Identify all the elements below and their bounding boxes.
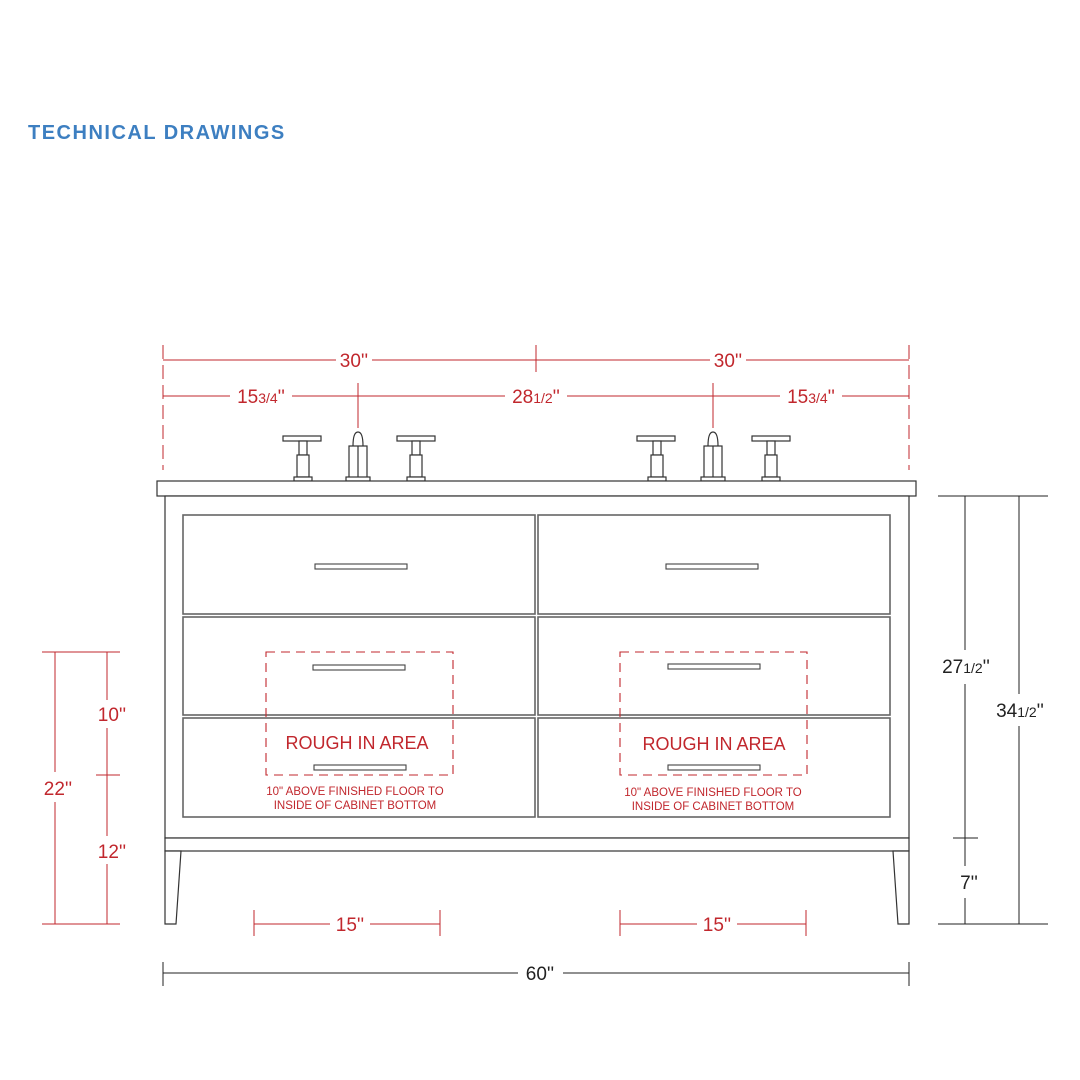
rough-in-area-left	[265, 651, 454, 776]
dim-rough-lower: 12''	[98, 842, 126, 863]
dim-rough-width-left: 15''	[336, 915, 364, 936]
rough-in-label-right: ROUGH IN AREA	[642, 734, 785, 754]
leg-right	[892, 850, 910, 925]
faucet-set-left	[282, 431, 436, 482]
rough-in-area-right	[619, 651, 808, 776]
rough-width-dimensions: 15'' 15''	[253, 910, 807, 936]
dim-leg-height: 7''	[960, 873, 978, 894]
leg-left	[164, 850, 182, 925]
dim-cabinet-height: 271/2''	[942, 657, 990, 678]
left-height-dimensions: 22'' 10'' 12''	[42, 651, 126, 925]
rough-in-note-left-line2: INSIDE OF CABINET BOTTOM	[274, 800, 437, 812]
rough-in-label-left: ROUGH IN AREA	[285, 733, 428, 753]
dim-rough-width-right: 15''	[703, 915, 731, 936]
rough-in-note-right-line2: INSIDE OF CABINET BOTTOM	[632, 801, 795, 813]
drawer-pulls	[312, 563, 761, 771]
dim-center-span: 281/2''	[512, 387, 560, 408]
dim-right-half: 30''	[714, 351, 742, 372]
rough-in-note-right-line1: 10" ABOVE FINISHED FLOOR TO	[624, 787, 802, 799]
faucet-set-right	[636, 431, 791, 482]
rough-in-note-left-line1: 10" ABOVE FINISHED FLOOR TO	[266, 786, 444, 798]
top-extension-lines	[162, 345, 910, 470]
dim-right-faucet: 153/4''	[787, 387, 835, 408]
overall-width-dimension: 60''	[162, 962, 910, 986]
right-height-dimensions: 271/2'' 341/2'' 7''	[938, 495, 1048, 925]
dim-total-height: 341/2''	[996, 701, 1044, 722]
dim-rough-total: 22''	[44, 779, 72, 800]
dim-rough-upper: 10''	[98, 705, 126, 726]
dim-left-faucet: 153/4''	[237, 387, 285, 408]
drawer-fronts	[182, 514, 891, 818]
page-title: TECHNICAL DRAWINGS	[28, 122, 286, 144]
dim-left-half: 30''	[340, 351, 368, 372]
dim-overall-width: 60''	[526, 964, 554, 985]
countertop	[156, 480, 917, 497]
faucet-center-dimension-row: 153/4'' 281/2'' 153/4''	[163, 387, 909, 408]
top-half-dimension-row: 30'' 30''	[163, 351, 909, 372]
cabinet-base-rail	[164, 837, 910, 852]
